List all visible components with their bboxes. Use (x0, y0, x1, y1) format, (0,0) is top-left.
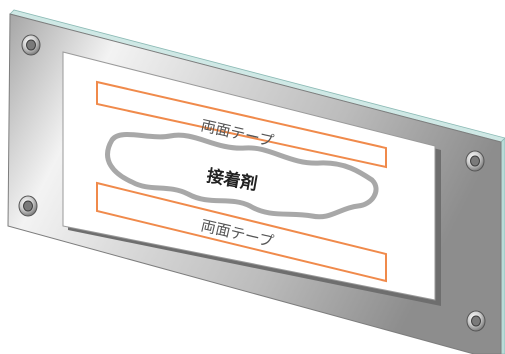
screw-icon (21, 34, 41, 56)
screw-icon (466, 310, 486, 332)
screw-icon (18, 195, 38, 217)
double-sided-tape-top (96, 80, 387, 169)
double-sided-tape-bottom (96, 181, 387, 283)
adhesive-blob (105, 132, 379, 220)
screw-icon (465, 150, 485, 172)
panel-edge-right (500, 137, 505, 354)
